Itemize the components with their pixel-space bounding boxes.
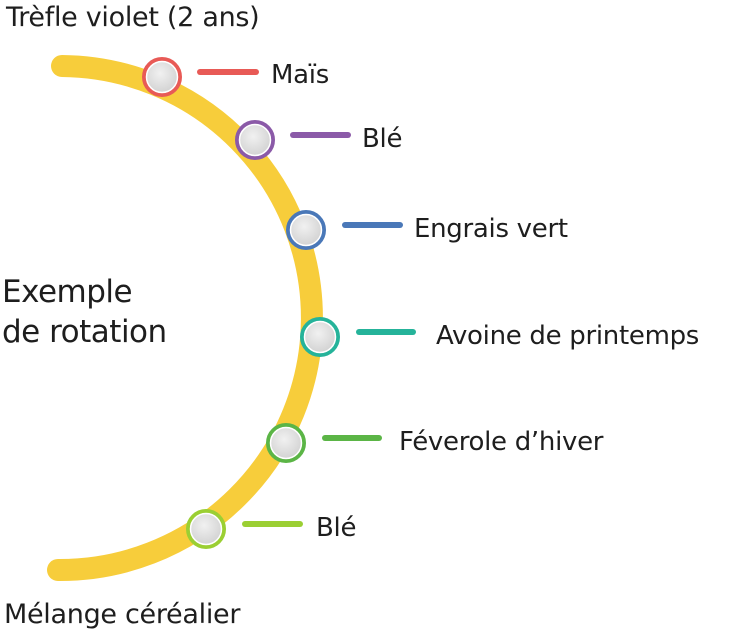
step-node-inner-ring xyxy=(289,213,323,247)
diagram-title: Exemple de rotation xyxy=(2,272,167,352)
step-node-inner-ring xyxy=(269,426,303,460)
step-label: Féverole d’hiver xyxy=(399,427,604,457)
step-node xyxy=(266,423,306,463)
step-label: Avoine de printemps xyxy=(436,321,700,351)
title-line-2: de rotation xyxy=(2,314,167,350)
step-label: Maïs xyxy=(271,60,329,90)
step-node-inner-ring xyxy=(303,320,337,354)
step-node-inner-ring xyxy=(238,123,272,157)
step-node xyxy=(286,210,326,250)
title-line-1: Exemple xyxy=(2,274,133,310)
step-label: Blé xyxy=(316,513,357,543)
step-node xyxy=(235,120,275,160)
step-node xyxy=(300,317,340,357)
end-label: Mélange céréalier xyxy=(4,599,241,630)
step-label: Engrais vert xyxy=(414,214,568,244)
step-node-inner-ring xyxy=(189,512,223,546)
step-node-inner-ring xyxy=(145,60,179,94)
step-label: Blé xyxy=(362,124,403,154)
step-node xyxy=(142,57,182,97)
start-label: Trèfle violet (2 ans) xyxy=(6,2,260,33)
step-node xyxy=(186,509,226,549)
